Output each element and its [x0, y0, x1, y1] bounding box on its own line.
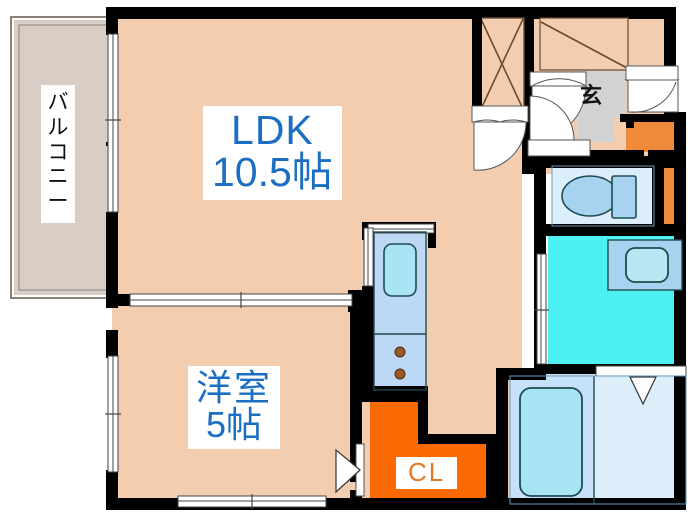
stove-burner-front	[394, 346, 406, 358]
wall-closet-step	[418, 434, 496, 444]
wall-closet-outer-right	[486, 434, 496, 506]
upper-storage-diagonal	[540, 21, 628, 69]
entrance-door[interactable]	[624, 65, 680, 113]
balcony-char-2: コ	[47, 140, 69, 164]
genkan-label: 玄	[580, 83, 603, 108]
vanity-basin	[625, 247, 669, 283]
closet-double-door[interactable]	[471, 105, 529, 171]
closet-label: CL	[396, 457, 458, 489]
wall-closet-right	[418, 396, 428, 444]
wall-entrance-closet	[522, 14, 528, 100]
wall-left-gap2	[106, 212, 118, 308]
balcony-char-3: ニ	[47, 165, 69, 189]
ldk-room-label: LDK 10.5帖	[203, 106, 342, 200]
wall-core-left-4	[496, 372, 508, 506]
youshitsu-label-line2: 5帖	[205, 403, 263, 445]
balcony-char-0: バ	[47, 91, 69, 114]
kitchen-sink-basin	[383, 243, 417, 297]
wall-right	[674, 112, 686, 510]
wall-closet-x-left	[472, 14, 482, 114]
wall-kitchen-bottom	[366, 386, 428, 396]
wall-left-upper	[106, 7, 118, 35]
ldk-label-line1: LDK	[231, 107, 314, 153]
ldk-bedroom-partition[interactable]	[129, 292, 353, 308]
closet-x-line2	[480, 18, 524, 110]
toilet-room-outline	[551, 165, 655, 227]
closet-door-bedroom[interactable]	[335, 443, 365, 497]
bathtub	[519, 387, 583, 497]
wall-top	[112, 7, 670, 19]
wall-kitchen-left2	[362, 286, 374, 398]
kitchen-counter-outline	[373, 231, 427, 391]
wall-bedroom-right	[350, 300, 362, 482]
balcony-char-1: ル	[47, 115, 69, 139]
toilet-bowl	[561, 175, 619, 217]
wall-ldk-bedroom	[106, 294, 132, 306]
wall-shoe-storage-bottom	[648, 150, 678, 156]
wall-shoe-storage-top	[620, 114, 676, 122]
wall-closet-top	[362, 392, 428, 402]
bedroom-window-left[interactable]	[105, 355, 121, 473]
wall-left-lower	[106, 330, 118, 358]
toilet-tank	[611, 175, 637, 219]
youshitsu-label-line1: 洋室	[196, 367, 273, 408]
youshitsu-room-label: 洋室 5帖	[188, 366, 281, 450]
bathroom-outline	[509, 375, 687, 505]
ldk-hall-door[interactable]	[527, 95, 591, 157]
wall-toilet-right	[652, 160, 664, 230]
bedroom-window-bottom[interactable]	[177, 494, 327, 509]
balcony-sliding-door[interactable]	[105, 33, 121, 213]
wall-toilet-bottom	[540, 224, 686, 236]
washroom-sliding-door[interactable]	[534, 253, 549, 365]
wall-kitchen-right	[428, 222, 436, 248]
balcony-label: バ ル コ ニ ー	[41, 85, 75, 223]
genkan-tile-lower	[578, 100, 614, 142]
balcony-char-4: ー	[47, 190, 69, 214]
stove-burner-back	[394, 368, 406, 380]
kitchen-side-window[interactable]	[363, 227, 374, 287]
ldk-label-line2: 10.5帖	[212, 148, 333, 195]
wall-core-left-3	[496, 368, 546, 380]
